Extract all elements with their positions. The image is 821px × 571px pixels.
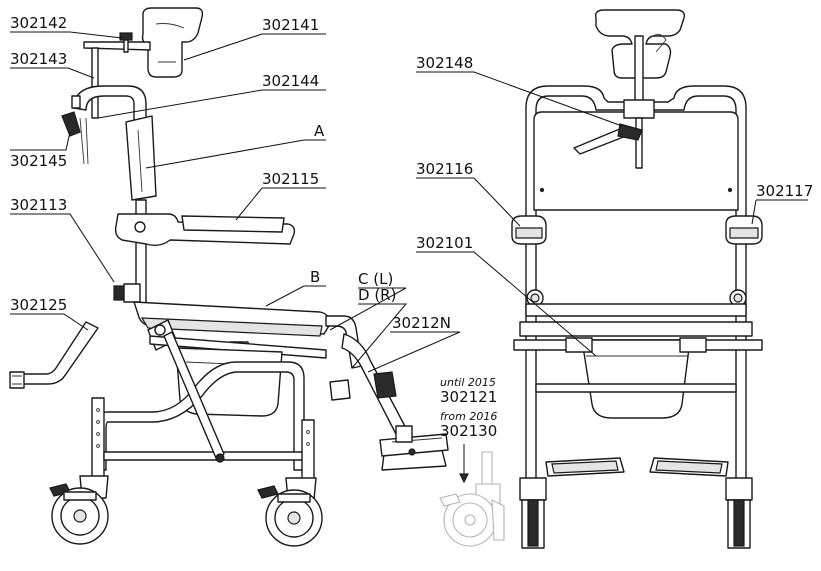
label-302116: 302116 [416, 160, 473, 178]
label-302115: 302115 [262, 170, 319, 188]
label-A: A [314, 122, 325, 140]
label-302144: 302144 [262, 72, 319, 90]
label-302141: 302141 [262, 16, 319, 34]
label-302101: 302101 [416, 234, 473, 252]
label-302121: 302121 [440, 388, 497, 406]
label-302130: 302130 [440, 422, 497, 440]
leader-lines [10, 31, 808, 484]
label-302143: 302143 [10, 50, 67, 68]
part-labels: 302142 302141 302143 302144 A 302145 302… [10, 14, 813, 440]
label-30212N: 30212N [392, 314, 451, 332]
note-from-2016: from 2016 [440, 410, 497, 423]
label-302125: 302125 [10, 296, 67, 314]
label-D-R: D (R) [358, 286, 396, 304]
label-B: B [310, 268, 320, 286]
side-view-chair [49, 7, 449, 547]
label-302148: 302148 [416, 54, 473, 72]
note-until-2015: until 2015 [440, 376, 496, 389]
label-C-L: C (L) [358, 270, 393, 288]
front-view-chair [511, 9, 763, 549]
part-302121-302130-castor [439, 451, 505, 547]
part-302125-handle [9, 321, 99, 389]
label-302117: 302117 [756, 182, 813, 200]
label-302142: 302142 [10, 14, 67, 32]
label-302145: 302145 [10, 152, 67, 170]
label-302113: 302113 [10, 196, 67, 214]
